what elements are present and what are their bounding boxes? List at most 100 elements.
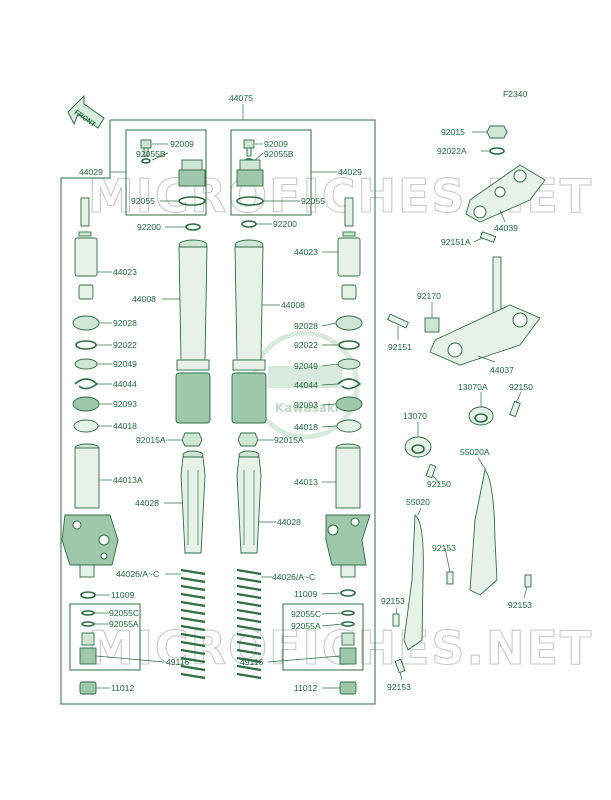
seal-92028-right [335, 315, 363, 331]
label-49116-right: 49116 [240, 657, 263, 667]
seal-92028-left [72, 315, 100, 331]
bushing-44018-left [73, 419, 99, 433]
washer-11009-left [80, 591, 96, 599]
bolt-92151 [387, 313, 409, 329]
cartridge-44028-left [180, 450, 206, 554]
label-44023-right: 44023 [294, 247, 318, 257]
nut-92015A-left [181, 432, 203, 447]
rod-right [342, 197, 356, 237]
outer-tube-right [231, 239, 267, 424]
label-44044-left: 44044 [113, 379, 137, 389]
label-92170: 92170 [417, 291, 441, 301]
inner-tube-left [61, 443, 119, 578]
assembly-frame [60, 119, 376, 705]
label-44013A: 44013A [113, 475, 143, 485]
label-92200-left: 92200 [137, 222, 161, 232]
label-92153-b: 92153 [508, 600, 532, 610]
clip-44044-right [337, 378, 362, 390]
kawasaki-logo-text: Kawasaki [275, 401, 339, 415]
washer-11009-right [340, 589, 356, 597]
label-92028-left: 92028 [113, 318, 137, 328]
label-44044-right: 44044 [294, 380, 318, 390]
label-44075: 44075 [229, 93, 253, 103]
diagram-code: F2340 [503, 89, 528, 99]
label-92153-a: 92153 [432, 543, 456, 553]
label-92151A: 92151A [441, 237, 471, 247]
label-92049-right: 92049 [294, 361, 318, 371]
washer-92022A [489, 147, 505, 155]
bolt-92153-c [392, 613, 400, 627]
label-55020A: 55020A [460, 447, 490, 457]
label-44026-right: 44026/A~C [272, 572, 315, 582]
bolt-11012-right [339, 681, 357, 695]
label-92055A-right: 92055A [291, 621, 321, 631]
rod-left [78, 197, 92, 237]
label-44028-left: 44028 [135, 498, 159, 508]
label-92055C-left: 92055C [109, 608, 139, 618]
label-44023-left: 44023 [113, 267, 137, 277]
spacer-44023-right [337, 237, 361, 300]
oring-92049-right [337, 358, 361, 370]
label-92015A-left: 92015A [136, 435, 166, 445]
label-92049-left: 92049 [113, 359, 137, 369]
front-arrow-icon: FRONT [67, 94, 105, 129]
label-11009-left: 11009 [111, 590, 134, 600]
valve-box-left [69, 603, 141, 671]
spring-44026-left [180, 568, 206, 680]
label-11012-right: 11012 [294, 683, 317, 693]
label-92022-right: 92022 [294, 340, 318, 350]
label-44029-right: 44029 [338, 167, 362, 177]
clamp-92170 [424, 317, 440, 333]
label-44018-left: 44018 [113, 421, 137, 431]
label-92022A: 92022A [437, 146, 467, 156]
bolt-92150-top [509, 400, 521, 418]
bolt-92153-d [394, 658, 406, 674]
label-13070A: 13070A [458, 382, 488, 392]
washer-92022-left [75, 340, 97, 350]
label-92028-right: 92028 [294, 321, 318, 331]
nut-92015A-right [237, 432, 259, 447]
valve-49116-right [339, 610, 357, 665]
label-44026-left: 44026/A~C [116, 569, 159, 579]
label-92055A-left: 92055A [109, 619, 139, 629]
bolt-92151A [479, 231, 497, 243]
label-13070: 13070 [403, 411, 427, 421]
label-44039: 44039 [494, 223, 518, 233]
label-92015A-right: 92015A [274, 435, 304, 445]
valve-49116-left [79, 610, 97, 665]
outer-tube-left [175, 239, 211, 424]
label-92055B-right: 92055B [264, 149, 294, 159]
label-92055C-right: 92055C [291, 609, 321, 619]
brake-hose-clamp-13070A [468, 406, 494, 426]
label-92200-right: 92200 [273, 219, 297, 229]
brake-hose-clamp-13070 [404, 436, 432, 458]
cap-box-left [125, 129, 207, 216]
nut-92015 [486, 125, 508, 139]
bolt-11012-left [79, 681, 97, 695]
label-92009-left: 92009 [170, 139, 194, 149]
label-92022-left: 92022 [113, 340, 137, 350]
label-44029-left: 44029 [79, 167, 103, 177]
cartridge-44028-right [236, 450, 262, 554]
inner-tube-right [325, 443, 371, 578]
label-44028-right: 44028 [277, 517, 301, 527]
bolt-92150-mid [425, 463, 437, 479]
fork-guard-55020 [403, 514, 424, 651]
label-49116-left: 49116 [166, 657, 189, 667]
label-92055-left: 92055 [131, 196, 155, 206]
label-11012-left: 11012 [111, 683, 134, 693]
label-44018-right: 44018 [294, 422, 318, 432]
bolt-92153-b [524, 574, 532, 588]
valve-box-right [282, 603, 364, 671]
part-labels: 44029 44029 92009 92055B 92009 92055B 92… [79, 127, 533, 693]
label-44013: 44013 [294, 477, 318, 487]
label-55020: 55020 [406, 497, 430, 507]
fork-guard-55020A [469, 469, 498, 596]
cap-screw-left [140, 139, 152, 164]
bolt-92153-a [446, 571, 454, 585]
label-11009-right: 11009 [294, 589, 317, 599]
spring-44026-right [236, 568, 262, 680]
clip-44044-left [74, 378, 99, 390]
label-92055B-left: 92055B [136, 149, 166, 159]
